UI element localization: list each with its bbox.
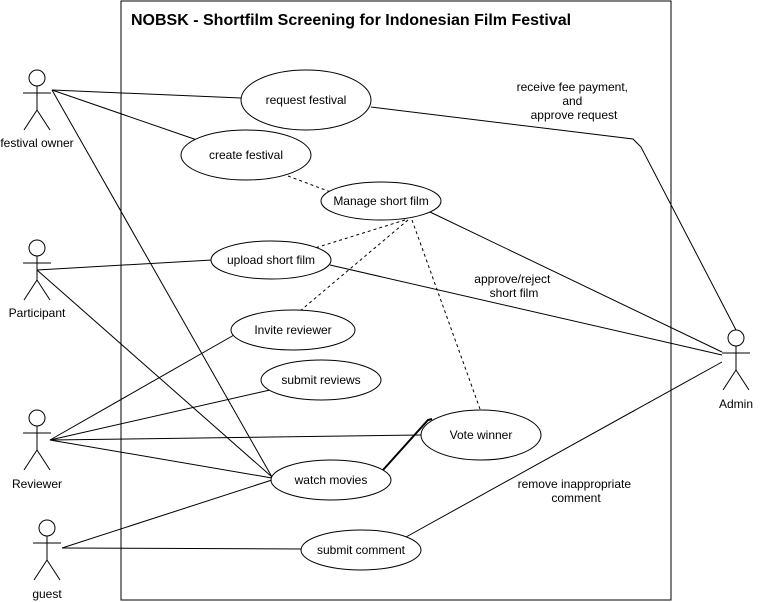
assoc-reviewer-vote bbox=[49, 434, 423, 441]
usecase-submit-comment[interactable]: submit comment bbox=[300, 529, 422, 571]
svg-text:Vote winner: Vote winner bbox=[450, 428, 513, 442]
svg-text:submit comment: submit comment bbox=[317, 543, 406, 557]
actor-guest[interactable] bbox=[33, 519, 61, 581]
association-lines bbox=[36, 89, 737, 550]
usecase-upload-short-film[interactable]: upload short film bbox=[210, 240, 332, 280]
actor-label-admin: Admin bbox=[719, 397, 753, 411]
svg-text:upload short film: upload short film bbox=[227, 253, 315, 267]
system-title: NOBSK - Shortfilm Screening for Indonesi… bbox=[131, 12, 571, 29]
svg-text:Invite reviewer: Invite reviewer bbox=[254, 323, 331, 337]
svg-text:Manage short film: Manage short film bbox=[333, 194, 428, 208]
assoc-owner-watch bbox=[51, 89, 273, 478]
assoc-owner-request bbox=[51, 89, 242, 99]
svg-text:submit reviews: submit reviews bbox=[281, 373, 360, 387]
usecase-submit-reviews[interactable]: submit reviews bbox=[260, 359, 382, 401]
actor-festival-owner[interactable] bbox=[23, 69, 51, 131]
assoc-participant-watch bbox=[36, 269, 273, 478]
use-cases: request festival create festival Manage … bbox=[180, 69, 542, 571]
actor-label-reviewer: Reviewer bbox=[12, 477, 62, 491]
assoc-reviewer-invite bbox=[49, 334, 235, 441]
note-receive-fee: receive fee payment, and approve request bbox=[517, 80, 632, 122]
annotations: receive fee payment, and approve request… bbox=[474, 80, 635, 505]
link-watch-vote bbox=[382, 418, 433, 471]
note-approve-reject: approve/reject short film bbox=[474, 272, 553, 300]
usecase-create-festival[interactable]: create festival bbox=[180, 129, 312, 181]
assoc-owner-create bbox=[51, 89, 198, 141]
usecase-manage-short-film[interactable]: Manage short film bbox=[320, 181, 442, 221]
assoc-guest-watch bbox=[61, 479, 273, 549]
svg-text:watch movies: watch movies bbox=[294, 473, 368, 487]
assoc-participant-upload bbox=[36, 259, 213, 271]
actor-participant[interactable] bbox=[23, 239, 51, 301]
usecase-vote-winner[interactable]: Vote winner bbox=[420, 409, 542, 461]
assoc-admin-request bbox=[370, 106, 737, 331]
usecase-request-festival[interactable]: request festival bbox=[240, 69, 372, 131]
usecase-invite-reviewer[interactable]: Invite reviewer bbox=[230, 309, 356, 351]
assoc-admin-manage bbox=[429, 211, 723, 353]
assoc-guest-comment bbox=[61, 547, 303, 550]
actor-labels: festival owner Participant Reviewer gues… bbox=[0, 136, 753, 601]
actor-reviewer[interactable] bbox=[23, 409, 51, 471]
actor-label-festival-owner: festival owner bbox=[0, 136, 73, 150]
assoc-reviewer-submit bbox=[49, 389, 271, 441]
assoc-admin-upload bbox=[329, 264, 723, 356]
dep-create-manage bbox=[287, 175, 337, 195]
dep-manage-upload bbox=[314, 219, 406, 249]
actors bbox=[23, 69, 750, 581]
dependency-lines bbox=[287, 175, 481, 410]
svg-text:request festival: request festival bbox=[266, 93, 347, 107]
usecase-watch-movies[interactable]: watch movies bbox=[270, 459, 392, 501]
assoc-reviewer-watch bbox=[49, 439, 273, 479]
note-remove-comment: remove inappropriate comment bbox=[518, 477, 635, 505]
actor-label-participant: Participant bbox=[9, 306, 66, 320]
system-boundary bbox=[120, 0, 672, 601]
assoc-admin-comment bbox=[405, 361, 723, 538]
actor-label-guest: guest bbox=[32, 587, 62, 601]
actor-admin[interactable] bbox=[722, 329, 750, 391]
svg-text:create festival: create festival bbox=[209, 148, 283, 162]
